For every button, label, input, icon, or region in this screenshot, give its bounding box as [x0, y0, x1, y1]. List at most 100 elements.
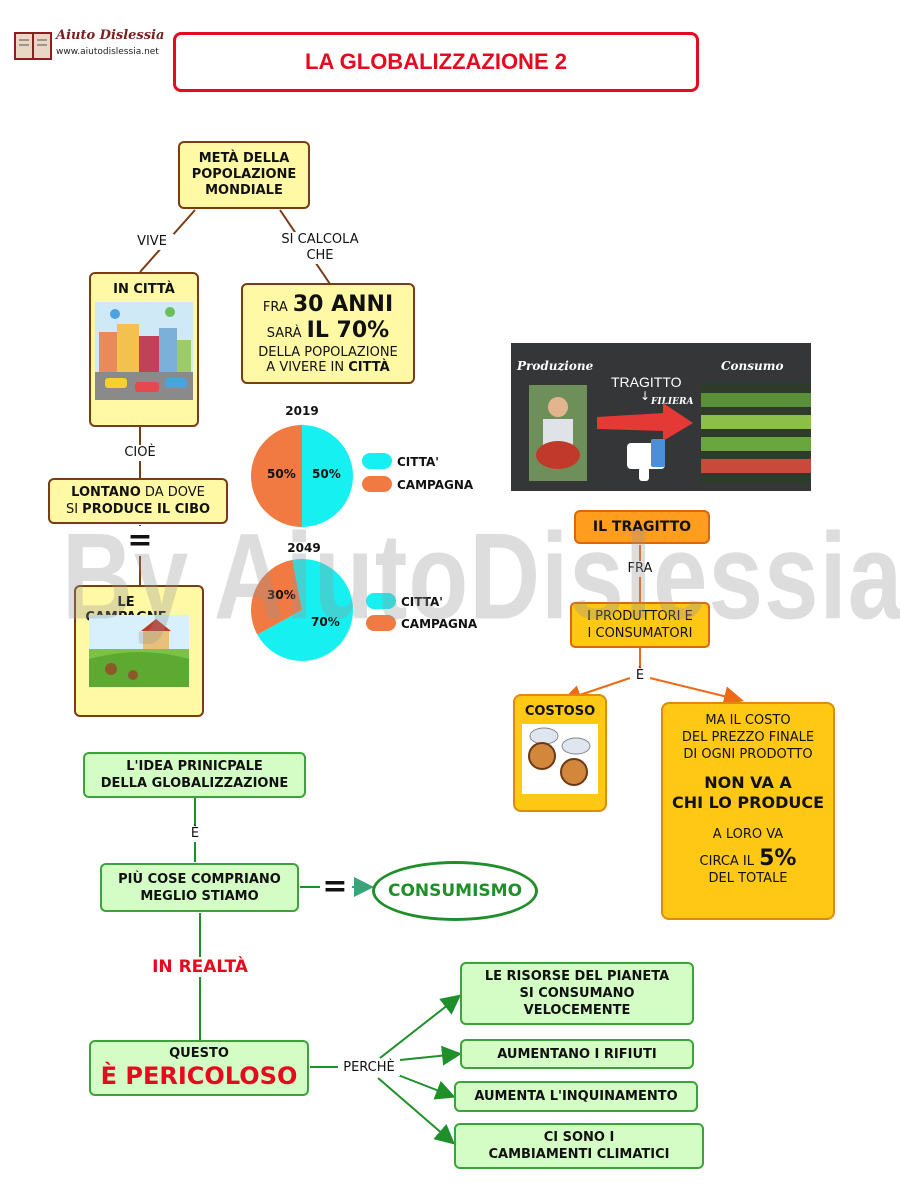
- node-title: COSTOSO: [524, 704, 596, 719]
- data-label-campagna-2049: 30%: [267, 588, 296, 602]
- logo-name: Aiuto Dislessia: [56, 28, 165, 43]
- node-text: A VIVERE IN: [266, 359, 345, 375]
- data-label-citta-2019: 50%: [312, 467, 341, 481]
- data-label-campagna-2019: 50%: [267, 467, 296, 481]
- node-text: DELLA GLOBALIZZAZIONE: [100, 776, 289, 791]
- node-text: MONDIALE: [205, 183, 283, 198]
- node-text: È PERICOLOSO: [100, 1062, 298, 1090]
- city-illustration: [95, 302, 193, 400]
- node-text: DELLA POPOLAZIONE: [258, 344, 398, 360]
- edge-label-calcola: SI CALCOLA CHE: [272, 232, 368, 264]
- node-fra-30-anni: FRA 30 ANNI SARÀ IL 70% DELLA POPOLAZION…: [241, 283, 415, 384]
- node-text: MEGLIO STIAMO: [140, 888, 259, 904]
- photo-label-tragitto: TRAGITTO: [611, 374, 682, 390]
- logo-url: www.aiutodislessia.net: [56, 47, 159, 57]
- flying-money-icon: [522, 724, 598, 794]
- node-text: 30 ANNI: [292, 291, 394, 317]
- node-text: I PRODUTTORI E: [587, 609, 693, 624]
- logo[interactable]: Aiuto Dislessia www.aiutodislessia.net: [12, 28, 172, 66]
- legend-label-citta: CITTA': [397, 455, 439, 469]
- node-costoso: COSTOSO: [513, 694, 607, 812]
- node-text: DEL TOTALE: [708, 871, 788, 886]
- node-text: DA DOVE: [144, 485, 205, 500]
- node-produttori: I PRODUTTORI E I CONSUMATORI: [570, 602, 710, 648]
- legend-label-campagna: CAMPAGNA: [401, 617, 478, 631]
- node-text: SI CONSUMANO: [519, 986, 635, 1001]
- node-text: METÀ DELLA: [198, 151, 290, 166]
- node-text: PRODUCE IL CIBO: [82, 502, 211, 517]
- pie-2019: [251, 425, 353, 527]
- node-reason-clima: CI SONO I CAMBIAMENTI CLIMATICI: [454, 1123, 704, 1169]
- title-box: LA GLOBALIZZAZIONE 2: [173, 32, 699, 92]
- node-text: CAMBIAMENTI CLIMATICI: [488, 1147, 670, 1162]
- pie-2049: [251, 559, 353, 661]
- node-title: IN CITTÀ: [113, 282, 175, 297]
- node-reason-rifiuti: AUMENTANO I RIFIUTI: [460, 1039, 694, 1069]
- edge-label-e: È: [185, 826, 205, 842]
- node-text: AUMENTA L'INQUINAMENTO: [474, 1089, 678, 1104]
- watermark: By AiutoDislessia.net: [62, 507, 900, 645]
- edge-label-perche: PERCHÈ: [338, 1060, 400, 1076]
- supermarket-picture: [701, 383, 811, 483]
- node-text: SARÀ: [266, 325, 302, 341]
- equals-sign: =: [126, 523, 154, 558]
- page-title: LA GLOBALIZZAZIONE 2: [305, 49, 567, 74]
- node-text: L'IDEA PRINICPALE: [126, 759, 263, 774]
- node-text: 5%: [759, 846, 797, 871]
- edge-label-fra: FRA: [618, 561, 662, 577]
- legend-label-citta: CITTA': [401, 595, 443, 609]
- node-text: CHI LO PRODUCE: [671, 793, 825, 812]
- photo-label-produzione: Produzione: [517, 359, 594, 373]
- pie-slice-citta: [302, 425, 353, 527]
- edge-label-vive: VIVE: [130, 234, 174, 250]
- node-text: LE RISORSE DEL PIANETA: [484, 969, 670, 984]
- node-pericoloso: QUESTO È PERICOLOSO: [89, 1040, 309, 1096]
- data-label-citta-2049: 70%: [311, 615, 340, 629]
- farmer-picture: [529, 385, 587, 481]
- edge-label-cioe: CIOÈ: [112, 445, 168, 461]
- arrow-thumbs-down-icon: [597, 403, 693, 481]
- node-text: CITTÀ: [348, 359, 390, 375]
- photo-label-consumo: Consumo: [721, 359, 784, 373]
- legend-label-campagna: CAMPAGNA: [397, 478, 474, 492]
- pie-slice-campagna: [251, 425, 302, 527]
- node-campagne: LE CAMPAGNE: [74, 585, 204, 717]
- node-text: A LORO VA: [712, 827, 784, 842]
- node-text: CIRCA IL: [699, 854, 755, 869]
- filiera-photo: Produzione TRAGITTO ↓ FILIERA Consumo: [511, 343, 811, 491]
- node-text: AUMENTANO I RIFIUTI: [497, 1046, 657, 1062]
- chart-title-2019: 2019: [285, 404, 319, 418]
- photo-label-filiera: FILIERA: [651, 397, 694, 407]
- node-lontano: LONTANO DA DOVE SI PRODUCE IL CIBO: [48, 478, 228, 524]
- equals-sign: =: [322, 869, 348, 904]
- pie-charts: 2019 50% 50% CITTA' CAMPAGNA 2049 70% 30…: [246, 400, 496, 665]
- node-popolazione: METÀ DELLA POPOLAZIONE MONDIALE: [178, 141, 310, 209]
- node-text: DEL PREZZO FINALE: [681, 730, 815, 745]
- node-in-citta: IN CITTÀ: [89, 272, 199, 427]
- pie-slice-citta: [257, 559, 353, 661]
- node-reason-inquinamento: AUMENTA L'INQUINAMENTO: [454, 1081, 698, 1112]
- chart-title-2049: 2049: [287, 541, 321, 555]
- node-text: PIÙ COSE COMPRIANO: [118, 871, 281, 887]
- node-text: IL 70%: [306, 317, 390, 343]
- node-text: DI OGNI PRODOTTO: [683, 747, 813, 762]
- legend-swatch-citta: [362, 453, 392, 469]
- node-text: I CONSUMATORI: [587, 626, 693, 641]
- node-text: SI: [65, 502, 79, 517]
- node-idea: L'IDEA PRINICPALE DELLA GLOBALIZZAZIONE: [83, 752, 306, 798]
- edge-label-e: È: [630, 668, 650, 684]
- node-consumismo: CONSUMISMO: [372, 861, 538, 921]
- legend-swatch-campagna: [362, 476, 392, 492]
- legend-swatch-citta: [366, 593, 396, 609]
- node-text: MA IL COSTO: [705, 713, 791, 728]
- node-text: LONTANO: [71, 485, 141, 500]
- node-costo-finale: MA IL COSTO DEL PREZZO FINALE DI OGNI PR…: [661, 702, 835, 920]
- legend-swatch-campagna: [366, 615, 396, 631]
- node-piu-cose: PIÙ COSE COMPRIANO MEGLIO STIAMO: [100, 863, 299, 912]
- node-text: POPOLAZIONE: [191, 167, 297, 182]
- edge-label-in-realta: IN REALTÀ: [140, 957, 260, 977]
- node-text: FRA: [262, 299, 288, 315]
- node-text: CI SONO I: [543, 1130, 615, 1145]
- down-arrow-icon: ↓: [640, 389, 651, 403]
- node-text: NON VA A: [704, 773, 792, 792]
